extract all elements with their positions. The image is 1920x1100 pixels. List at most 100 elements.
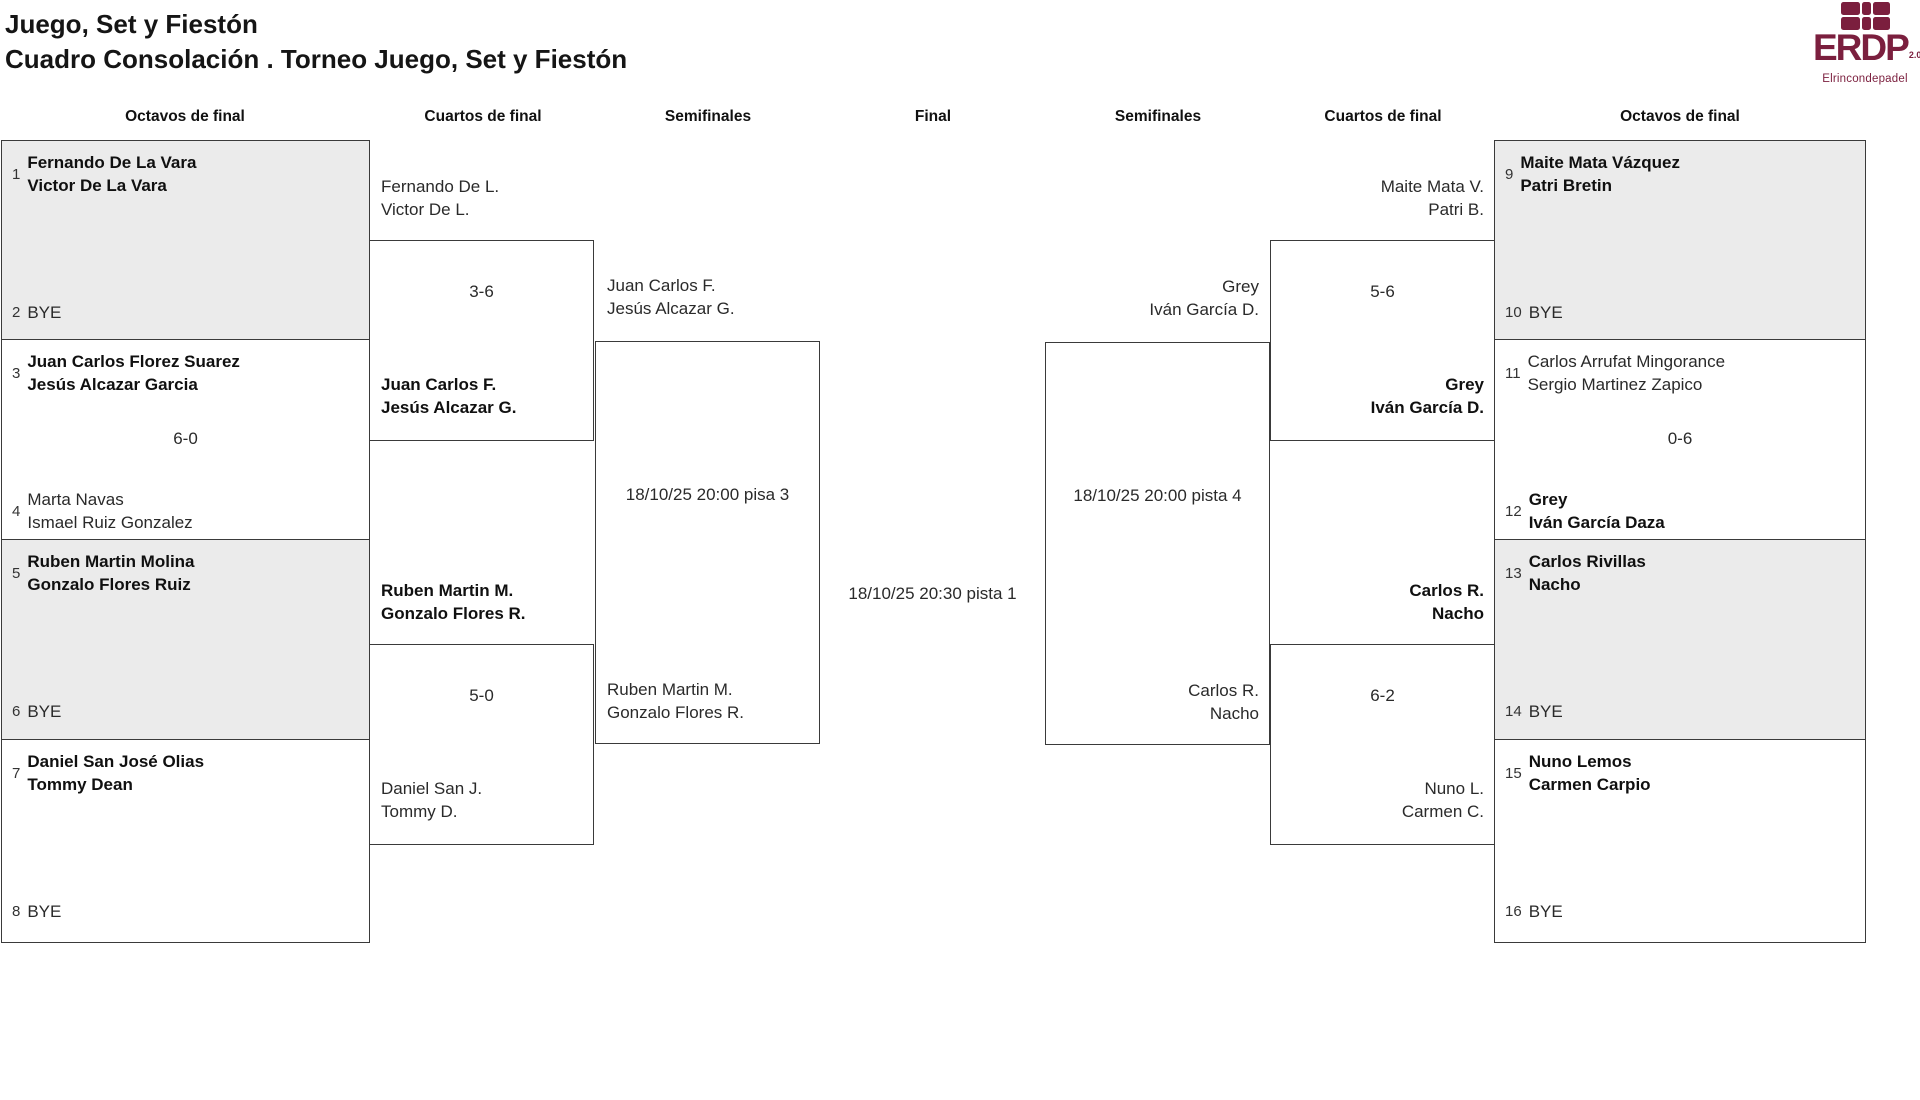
match-slot: Carlos R. Nacho xyxy=(1409,579,1484,625)
seed-number: 11 xyxy=(1505,364,1521,382)
match-box-semifinal-left[interactable]: Juan Carlos F. Jesús Alcazar G. 18/10/25… xyxy=(595,276,820,744)
match-box-octavos-left-4[interactable]: 7 Daniel San José Olias Tommy Dean 8 BYE xyxy=(1,739,370,943)
team-name: BYE xyxy=(27,701,62,721)
team-name: BYE xyxy=(27,302,62,322)
match-box-semifinal-right[interactable]: Grey Iván García D. 18/10/25 20:00 pista… xyxy=(1045,277,1270,745)
round-header-octavos-left: Octavos de final xyxy=(125,108,245,125)
match-slot: Ruben Martin M. Gonzalo Flores R. xyxy=(607,678,744,724)
seed-number: 13 xyxy=(1505,564,1522,582)
round-header-octavos-right: Octavos de final xyxy=(1620,108,1740,125)
round-header-cuartos-left: Cuartos de final xyxy=(424,108,542,125)
match-score: 0-6 xyxy=(1667,429,1693,448)
seed-number: 7 xyxy=(12,764,21,782)
match-score: 3-6 xyxy=(469,282,494,301)
match-score: 6-0 xyxy=(173,429,198,448)
padel-court-grid-icon xyxy=(1840,2,1890,30)
match-box-octavos-left-2[interactable]: 3 Juan Carlos Florez Suarez Jesús Alcaza… xyxy=(1,339,370,541)
match-slot: Ruben Martin M. Gonzalo Flores R. xyxy=(381,579,526,625)
match-schedule: 18/10/25 20:00 pisa 3 xyxy=(625,485,790,504)
team-name: BYE xyxy=(27,901,62,921)
match-slot: 16 BYE xyxy=(1495,888,1865,934)
match-slot: 14 BYE xyxy=(1495,688,1865,734)
match-schedule: 18/10/25 20:00 pista 4 xyxy=(1073,486,1242,505)
seed-number: 1 xyxy=(12,165,21,183)
team-name: Carlos R. Nacho xyxy=(1409,581,1484,623)
team-name: Ruben Martin M. Gonzalo Flores R. xyxy=(607,680,744,722)
seed-number: 3 xyxy=(12,364,21,382)
seed-number: 15 xyxy=(1505,764,1522,782)
match-slot: Nuno L. Carmen C. xyxy=(1402,777,1484,823)
seed-number: 10 xyxy=(1505,303,1522,321)
team-name: Juan Carlos F. Jesús Alcazar G. xyxy=(381,375,517,417)
team-name: Juan Carlos F. Jesús Alcazar G. xyxy=(607,276,735,318)
team-name: Grey Iván García Daza xyxy=(1528,490,1665,532)
team-name: Grey Iván García D. xyxy=(1370,375,1484,417)
match-box-cuartos-right-1[interactable]: Maite Mata V. Patri B. 5-6 Grey Iván Gar… xyxy=(1270,177,1495,441)
team-name: Juan Carlos Florez Suarez Jesús Alcazar … xyxy=(27,352,240,394)
team-name: Daniel San José Olias Tommy Dean xyxy=(27,752,205,794)
match-slot: 3 Juan Carlos Florez Suarez Jesús Alcaza… xyxy=(2,350,369,396)
match-box-octavos-right-2[interactable]: 11 Carlos Arrufat Mingorance Sergio Mart… xyxy=(1494,339,1866,541)
match-slot: 10 BYE xyxy=(1495,289,1865,335)
match-box-octavos-right-3[interactable]: 13 Carlos Rivillas Nacho 14 BYE xyxy=(1494,539,1866,741)
round-header-semis-left: Semifinales xyxy=(664,108,752,125)
match-box-octavos-left-1[interactable]: 1 Fernando De La Vara Victor De La Vara … xyxy=(1,140,370,341)
match-slot: Fernando De L. Victor De L. xyxy=(381,175,499,221)
match-slot: 11 Carlos Arrufat Mingorance Sergio Mart… xyxy=(1495,350,1865,396)
team-name: Carlos Arrufat Mingorance Sergio Martine… xyxy=(1527,352,1726,394)
match-score: 5-6 xyxy=(1370,282,1395,301)
team-name: Fernando De L. Victor De L. xyxy=(381,177,500,219)
match-slot: 9 Maite Mata Vázquez Patri Bretin xyxy=(1495,151,1865,197)
match-box-cuartos-right-2[interactable]: Carlos R. Nacho 6-2 Nuno L. Carmen C. xyxy=(1270,581,1495,845)
team-name: Grey Iván García D. xyxy=(1149,277,1259,319)
match-slot: 7 Daniel San José Olias Tommy Dean xyxy=(2,750,369,796)
match-slot: Maite Mata V. Patri B. xyxy=(1381,175,1484,221)
logo-brand-text: ERDP xyxy=(1813,27,1910,68)
team-name: BYE xyxy=(1528,701,1563,721)
match-slot: 1 Fernando De La Vara Victor De La Vara xyxy=(2,151,369,197)
team-name: Nuno L. Carmen C. xyxy=(1401,779,1484,821)
seed-number: 9 xyxy=(1505,165,1514,183)
match-box-octavos-left-3[interactable]: 5 Ruben Martin Molina Gonzalo Flores Rui… xyxy=(1,539,370,741)
match-box-cuartos-left-2[interactable]: Ruben Martin M. Gonzalo Flores R. 5-0 Da… xyxy=(369,581,594,845)
team-name: Ruben Martin M. Gonzalo Flores R. xyxy=(381,581,526,623)
seed-number: 6 xyxy=(12,702,21,720)
seed-number: 5 xyxy=(12,564,21,582)
match-slot: 15 Nuno Lemos Carmen Carpio xyxy=(1495,750,1865,796)
team-name: BYE xyxy=(1528,302,1563,322)
match-slot: Juan Carlos F. Jesús Alcazar G. xyxy=(607,274,735,320)
match-slot: Grey Iván García D. xyxy=(1371,373,1484,419)
logo-version: 2.0 xyxy=(1908,50,1920,60)
match-slot: 13 Carlos Rivillas Nacho xyxy=(1495,550,1865,596)
team-name: Marta Navas Ismael Ruiz Gonzalez xyxy=(27,490,193,532)
match-box-cuartos-left-1[interactable]: Fernando De L. Victor De L. 3-6 Juan Car… xyxy=(369,177,594,441)
match-slot: Grey Iván García D. xyxy=(1149,275,1259,321)
match-slot: 8 BYE xyxy=(2,888,369,934)
seed-number: 16 xyxy=(1505,902,1522,920)
seed-number: 14 xyxy=(1505,702,1522,720)
seed-number: 2 xyxy=(12,303,21,321)
team-name: Ruben Martin Molina Gonzalo Flores Ruiz xyxy=(27,552,195,594)
team-name: Daniel San J. Tommy D. xyxy=(381,779,483,821)
match-slot: 12 Grey Iván García Daza xyxy=(1495,488,1865,534)
team-name: Carlos R. Nacho xyxy=(1188,681,1259,723)
team-name: Maite Mata Vázquez Patri Bretin xyxy=(1520,153,1680,195)
round-header-cuartos-right: Cuartos de final xyxy=(1324,108,1442,125)
match-score: 5-0 xyxy=(469,686,494,705)
match-slot: 5 Ruben Martin Molina Gonzalo Flores Rui… xyxy=(2,550,369,596)
match-slot: Daniel San J. Tommy D. xyxy=(381,777,482,823)
seed-number: 8 xyxy=(12,902,21,920)
erdp-logo[interactable]: ERDP2.0 Elrincondepadel xyxy=(1813,2,1920,85)
page-subtitle: Cuadro Consolación . Torneo Juego, Set y… xyxy=(5,44,628,74)
match-slot: Carlos R. Nacho xyxy=(1188,679,1259,725)
match-slot: Juan Carlos F. Jesús Alcazar G. xyxy=(381,373,516,419)
match-box-octavos-right-4[interactable]: 15 Nuno Lemos Carmen Carpio 16 BYE xyxy=(1494,739,1866,943)
logo-tagline: Elrincondepadel xyxy=(1822,73,1908,85)
seed-number: 12 xyxy=(1505,502,1522,520)
logo-brand: ERDP2.0 xyxy=(1813,29,1920,72)
team-name: BYE xyxy=(1528,901,1563,921)
match-box-octavos-right-1[interactable]: 9 Maite Mata Vázquez Patri Bretin 10 BYE xyxy=(1494,140,1866,341)
team-name: Carlos Rivillas Nacho xyxy=(1528,552,1646,594)
match-slot: 4 Marta Navas Ismael Ruiz Gonzalez xyxy=(2,488,369,534)
